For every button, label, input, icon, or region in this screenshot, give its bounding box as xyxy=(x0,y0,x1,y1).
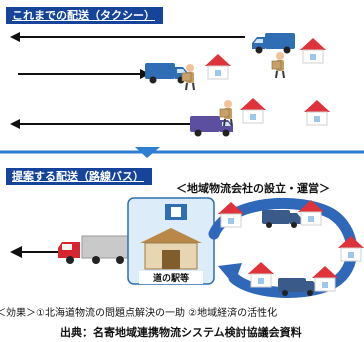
house-icon xyxy=(204,53,232,80)
effect-text: ＜効果＞①北海道物流の問題点解決の一助 ②地域経済の活性化 xyxy=(0,308,278,319)
roadside-station xyxy=(127,197,215,285)
arrow-head-left-icon xyxy=(10,119,20,129)
house-icon xyxy=(239,97,267,124)
house-icon xyxy=(303,99,331,126)
house-icon xyxy=(311,265,339,292)
delivery-van-icon xyxy=(252,33,295,54)
divider-pointer-icon xyxy=(135,147,160,158)
station-label: 道の駅等 xyxy=(139,271,203,284)
section-header-proposed: 提案する配送（路線バス） xyxy=(6,168,152,185)
house-icon xyxy=(337,235,364,262)
current-route-row-2 xyxy=(18,51,285,91)
house-icon xyxy=(299,37,327,64)
section-divider xyxy=(0,147,364,158)
house-icon xyxy=(247,261,275,288)
delivery-van-icon xyxy=(190,116,233,137)
arrow-head-left-icon xyxy=(10,32,20,42)
section-header-current: これまでの配送（タクシー） xyxy=(6,7,163,24)
company-label: ＜地域物流会社の設立・運営＞ xyxy=(176,182,330,195)
current-route-row-3 xyxy=(10,97,331,137)
warehouse-roof-icon xyxy=(140,228,202,243)
company-loop xyxy=(208,197,364,299)
loop-van-icon xyxy=(262,210,301,228)
source-citation: 出典：名寄地域連携物流システム検討協議会資料 xyxy=(60,326,302,339)
delivery-van-icon xyxy=(145,63,188,84)
current-route-row-1 xyxy=(10,32,327,64)
courier-person-icon xyxy=(181,63,195,91)
proposed-route xyxy=(10,235,133,264)
arrow-head-left-icon xyxy=(10,246,22,258)
courier-person-icon xyxy=(271,51,285,79)
route-truck-icon xyxy=(58,235,133,264)
loop-arrow-head-icon xyxy=(218,263,242,285)
